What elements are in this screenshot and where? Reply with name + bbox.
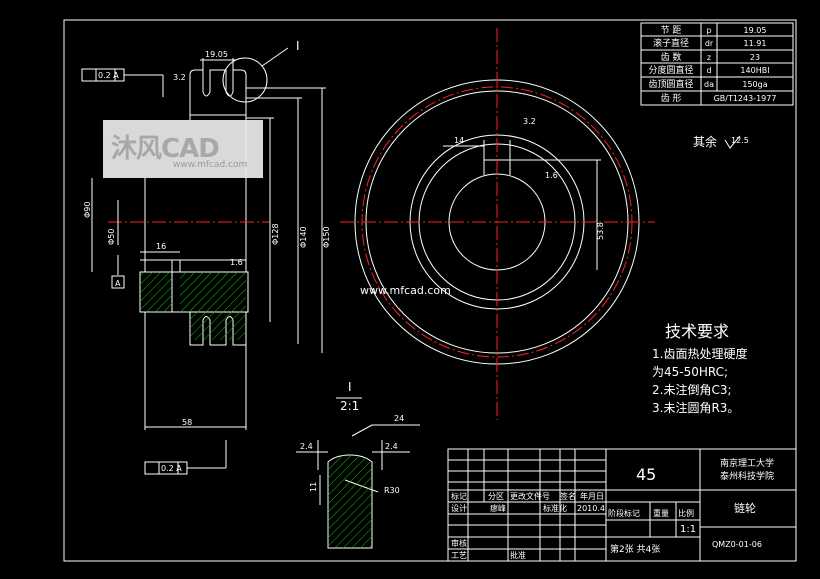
param-val-3: 140HBI bbox=[740, 66, 769, 75]
params-table: 节 距 滚子直径 齿 数 分度圆直径 齿顶圆直径 齿 形 p dr z d da… bbox=[640, 22, 794, 106]
datum-text: A bbox=[115, 279, 121, 288]
detail-dim-angle: 24 bbox=[394, 414, 404, 423]
side-left-dims bbox=[91, 178, 119, 272]
label-doc: 更改文件号 bbox=[510, 491, 550, 501]
rough-small: 1.6 bbox=[230, 258, 243, 267]
requirement-1: 1.齿面热处理硬度 bbox=[652, 346, 747, 361]
rough-key: 3.2 bbox=[523, 117, 536, 126]
drawing-frame bbox=[63, 19, 797, 562]
param-val-4: 150ga bbox=[742, 80, 767, 89]
dim-top bbox=[200, 58, 236, 70]
param-val-5: GB/T1243-1977 bbox=[714, 94, 777, 103]
param-sym-3: d bbox=[706, 66, 711, 75]
label-review: 审核 bbox=[451, 538, 467, 548]
school-2: 泰州科技学院 bbox=[720, 470, 774, 482]
rough-top: 3.2 bbox=[173, 73, 186, 82]
param-name-0: 节 距 bbox=[661, 25, 682, 36]
param-sym-4: da bbox=[704, 80, 714, 89]
detail-scale: 2:1 bbox=[340, 399, 359, 413]
label-design: 设计 bbox=[451, 503, 467, 513]
dim-hub-text: 16 bbox=[156, 242, 166, 251]
tolerance-frame-top bbox=[81, 68, 164, 97]
label-approve: 批准 bbox=[510, 550, 526, 560]
dim-d2: Φ140 bbox=[299, 226, 308, 248]
param-name-1: 滚子直径 bbox=[653, 37, 689, 49]
dim-bore: Φ50 bbox=[107, 229, 116, 245]
tolerance-frame-bottom bbox=[144, 440, 227, 475]
label-date: 年月日 bbox=[580, 491, 604, 501]
detail-marker: I bbox=[296, 39, 300, 53]
requirements-title: 技术要求 bbox=[665, 322, 729, 341]
dim-d1: Φ128 bbox=[271, 223, 280, 245]
param-name-2: 齿 数 bbox=[661, 51, 682, 63]
dim-d3: Φ150 bbox=[322, 226, 331, 248]
roughness-symbol bbox=[724, 135, 741, 149]
requirement-3: 2.未注倒角C3; bbox=[652, 382, 732, 397]
hub-hatch-left bbox=[140, 272, 172, 312]
detail-dim-right: 2.4 bbox=[385, 442, 398, 451]
param-val-0: 19.05 bbox=[744, 26, 767, 35]
tolerance-top-text: 0.2 A bbox=[98, 71, 119, 80]
school-1: 南京理工大学 bbox=[720, 457, 774, 469]
dim-left: Φ90 bbox=[83, 202, 92, 218]
param-sym-1: dr bbox=[705, 39, 714, 48]
param-sym-2: z bbox=[707, 53, 711, 62]
detail-dim-left: 2.4 bbox=[300, 442, 313, 451]
dim-width bbox=[144, 312, 247, 430]
detail-radius: R30 bbox=[384, 486, 400, 495]
label-ratio: 比例 bbox=[678, 508, 694, 518]
site-url: www.mfcad.com bbox=[360, 284, 451, 297]
label-process: 工艺 bbox=[451, 551, 467, 560]
label-std: 标准化 bbox=[543, 503, 567, 513]
watermark-logo: 沐风CAD bbox=[111, 134, 220, 164]
tooth-hatch bbox=[190, 312, 246, 340]
label-zone: 分区 bbox=[488, 492, 504, 501]
param-sym-0: p bbox=[706, 26, 711, 35]
requirement-2: 为45-50HRC; bbox=[652, 365, 728, 379]
hub-hatch-right bbox=[180, 272, 246, 312]
datum-marker bbox=[111, 255, 125, 289]
watermark: 沐风CAD www.mfcad.com bbox=[103, 120, 263, 178]
dim-top-text: 19.05 bbox=[205, 50, 228, 59]
tolerance-bottom-text: 0.2 A bbox=[161, 464, 182, 473]
label-weight: 重量 bbox=[653, 508, 669, 518]
designer: 瘳峰 bbox=[490, 503, 506, 513]
param-name-3: 分度圆直径 bbox=[648, 64, 693, 76]
side-vertical-dims bbox=[246, 87, 326, 353]
requirement-4: 3.未注圆角R3。 bbox=[652, 400, 739, 415]
material: 45 bbox=[636, 465, 656, 484]
dim-width-text: 58 bbox=[182, 418, 192, 427]
param-name-4: 齿顶圆直径 bbox=[648, 78, 693, 90]
scale: 1:1 bbox=[680, 524, 696, 535]
detail-circle bbox=[222, 57, 268, 103]
rest-label: 其余 bbox=[693, 134, 717, 149]
sheets: 第2张 共4张 bbox=[610, 543, 660, 555]
date: 2010.4 bbox=[577, 504, 605, 513]
keyway-dims bbox=[443, 140, 601, 270]
detail-leader bbox=[261, 47, 289, 67]
param-val-2: 23 bbox=[750, 53, 760, 62]
label-stage: 阶段标记 bbox=[608, 508, 640, 518]
detail-hatch bbox=[328, 455, 372, 548]
param-val-1: 11.91 bbox=[744, 39, 767, 48]
watermark-sub: www.mfcad.com bbox=[173, 160, 248, 170]
label-sign: 签名 bbox=[560, 491, 576, 501]
drawing-no: QMZ0-01-06 bbox=[712, 540, 762, 549]
title-block bbox=[447, 448, 797, 562]
detail-title: I bbox=[348, 380, 352, 394]
label-mark: 标记 bbox=[451, 491, 467, 501]
part-name: 链轮 bbox=[734, 501, 756, 515]
keyway-depth: 53.8 bbox=[596, 222, 605, 240]
rough-bore: 1.6 bbox=[545, 171, 558, 180]
param-name-5: 齿 形 bbox=[661, 92, 682, 104]
rest-value: 12.5 bbox=[731, 136, 749, 145]
keyway-width: 14 bbox=[454, 136, 464, 145]
detail-dim-height: 11 bbox=[309, 482, 318, 492]
